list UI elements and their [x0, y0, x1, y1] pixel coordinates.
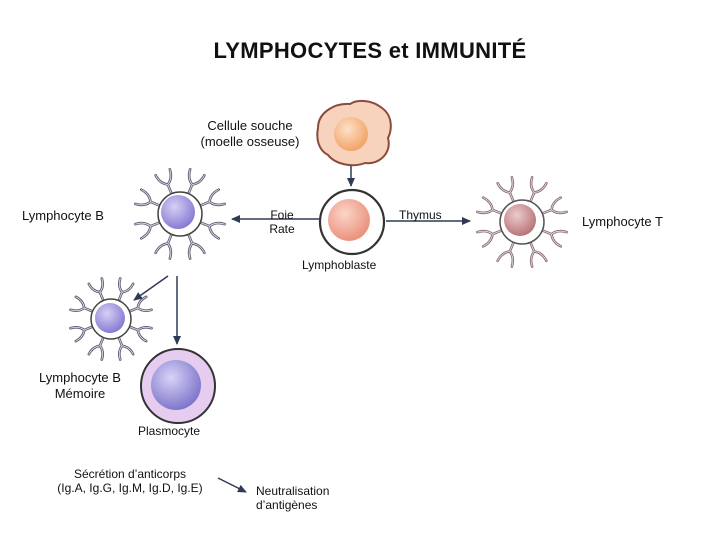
receptor-icon: [69, 295, 96, 314]
receptor-icon: [87, 334, 106, 361]
plasmocyte-label: Plasmocyte: [138, 424, 201, 438]
liver-label: Foie: [270, 208, 294, 222]
lymphoblast-cell: [318, 188, 386, 256]
stem-cell-nucleus: [334, 117, 368, 151]
receptor-icon: [496, 176, 516, 205]
stem-cell-label: Cellule souche (moelle osseuse): [180, 118, 320, 149]
secretion-label-line1: Sécrétion d’anticorps: [73, 467, 187, 481]
page-title: LYMPHOCYTES et IMMUNITÉ: [213, 38, 527, 63]
receptor-icon: [154, 231, 174, 260]
receptor-icon: [87, 277, 106, 304]
receptor-icon: [134, 220, 163, 240]
secretion-label-line2: (Ig.A, Ig.G, Ig.M, Ig.D, Ig.E): [57, 481, 203, 496]
lymphocyte-t-cell: [476, 176, 568, 268]
memory-b-label-line2: Mémoire: [54, 385, 106, 401]
neutralisation-label: Neutralisation d’antigènes: [256, 484, 329, 513]
arrows: [133, 166, 471, 493]
neutralisation-label-line2: d’antigènes: [256, 498, 318, 513]
receptor-icon: [197, 188, 226, 208]
receptor-icon: [528, 176, 548, 205]
receptor-icon: [496, 239, 516, 268]
receptor-icon: [126, 295, 153, 314]
receptor-icon: [539, 196, 568, 216]
receptor-icon: [528, 239, 548, 268]
plasmocyte-nucleus: [151, 360, 201, 410]
receptor-icon: [476, 228, 505, 248]
lymphocyte-b-label: Lymphocyte B: [22, 208, 104, 223]
memory-b-cell: [69, 277, 153, 361]
secretion-label: Sécrétion d’anticorps (Ig.A, Ig.G, Ig.M,…: [40, 467, 220, 496]
receptor-icon: [126, 324, 153, 343]
receptor-icon: [186, 231, 206, 260]
neutralisation-label-line1: Neutralisation: [256, 484, 330, 498]
memory-b-nucleus: [95, 303, 125, 333]
thymus-label: Thymus: [399, 208, 442, 222]
lymphoblast-nucleus: [328, 199, 370, 241]
receptor-icon: [197, 220, 226, 240]
plasmocyte-cell: [140, 348, 216, 424]
receptor-icon: [186, 168, 206, 197]
memory-b-label-line1: Lymphocyte B: [39, 370, 121, 385]
spleen-label: Rate: [269, 222, 295, 237]
lymphocyte-b-cell: [134, 168, 226, 260]
receptor-icon: [69, 324, 96, 343]
stem-cell-label-line2: (moelle osseuse): [200, 133, 300, 149]
receptor-icon: [476, 196, 505, 216]
arrow-b-to-memory: [133, 275, 169, 301]
stem-cell: [316, 99, 392, 167]
arrow-secretion-to-neutralisation: [217, 477, 247, 493]
receptor-icon: [539, 228, 568, 248]
receptor-icon: [116, 334, 135, 361]
lymphocyte-t-label: Lymphocyte T: [582, 214, 663, 229]
lymphocyte-b-nucleus: [161, 195, 195, 229]
receptor-icon: [154, 168, 174, 197]
liver-spleen-label: Foie Rate: [258, 208, 306, 237]
stem-cell-label-line1: Cellule souche: [207, 118, 293, 133]
receptor-icon: [116, 277, 135, 304]
lymphocyte-t-nucleus: [504, 204, 536, 236]
memory-b-label: Lymphocyte B Mémoire: [20, 370, 140, 401]
lymphoblast-label: Lymphoblaste: [302, 258, 377, 272]
receptor-icon: [134, 188, 163, 208]
